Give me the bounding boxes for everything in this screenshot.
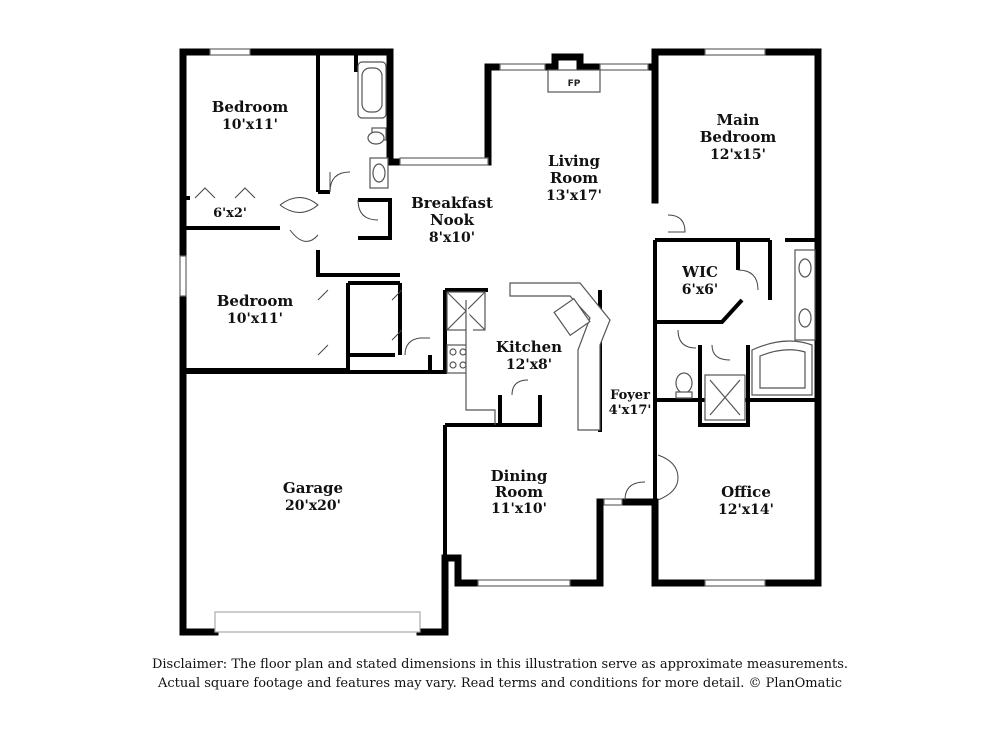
garage-name: Garage xyxy=(283,479,343,497)
windows xyxy=(179,48,766,633)
bedroom-mid-name: Bedroom xyxy=(217,292,294,310)
main-bedroom-name-line2: Bedroom xyxy=(700,128,777,146)
garage-dim: 20'x20' xyxy=(285,498,341,514)
disclaimer-line1: Disclaimer: The floor plan and stated di… xyxy=(151,657,849,672)
bedroom-mid-dim: 10'x11' xyxy=(227,311,283,327)
living-name-line2: Room xyxy=(550,169,598,187)
wic-dim: 6'x6' xyxy=(682,282,718,298)
main-bedroom-dim: 12'x15' xyxy=(710,147,766,163)
doors xyxy=(194,171,759,501)
dining-dim: 11'x10' xyxy=(491,501,547,517)
office-name: Office xyxy=(721,483,771,501)
main-bedroom-name-line1: Main xyxy=(717,111,760,129)
dining-name-line1: Dining xyxy=(491,467,548,485)
breakfast-dim: 8'x10' xyxy=(429,230,475,246)
breakfast-name-line2: Nook xyxy=(430,211,475,229)
foyer-dim: 4'x17' xyxy=(609,403,652,418)
closet-top-dim: 6'x2' xyxy=(213,206,247,221)
dining-name-line2: Room xyxy=(495,483,543,501)
kitchen-dim: 12'x8' xyxy=(506,357,552,373)
kitchen-name: Kitchen xyxy=(496,338,562,356)
breakfast-name-line1: Breakfast xyxy=(411,194,493,212)
fixtures xyxy=(357,61,816,431)
bedroom-top-dim: 10'x11' xyxy=(222,117,278,133)
bedroom-top-name: Bedroom xyxy=(212,98,289,116)
office-dim: 12'x14' xyxy=(718,502,774,518)
disclaimer-line2: Actual square footage and features may v… xyxy=(157,676,843,691)
wic-name: WIC xyxy=(681,263,718,281)
living-name-line1: Living xyxy=(548,152,601,170)
living-dim: 13'x17' xyxy=(546,188,602,204)
room-labels: Bedroom 10'x11' 6'x2' Bedroom 10'x11' Ga… xyxy=(212,98,777,518)
foyer-name: Foyer xyxy=(610,388,650,403)
fireplace-label: FP xyxy=(568,79,581,89)
fireplace: FP xyxy=(547,69,601,93)
